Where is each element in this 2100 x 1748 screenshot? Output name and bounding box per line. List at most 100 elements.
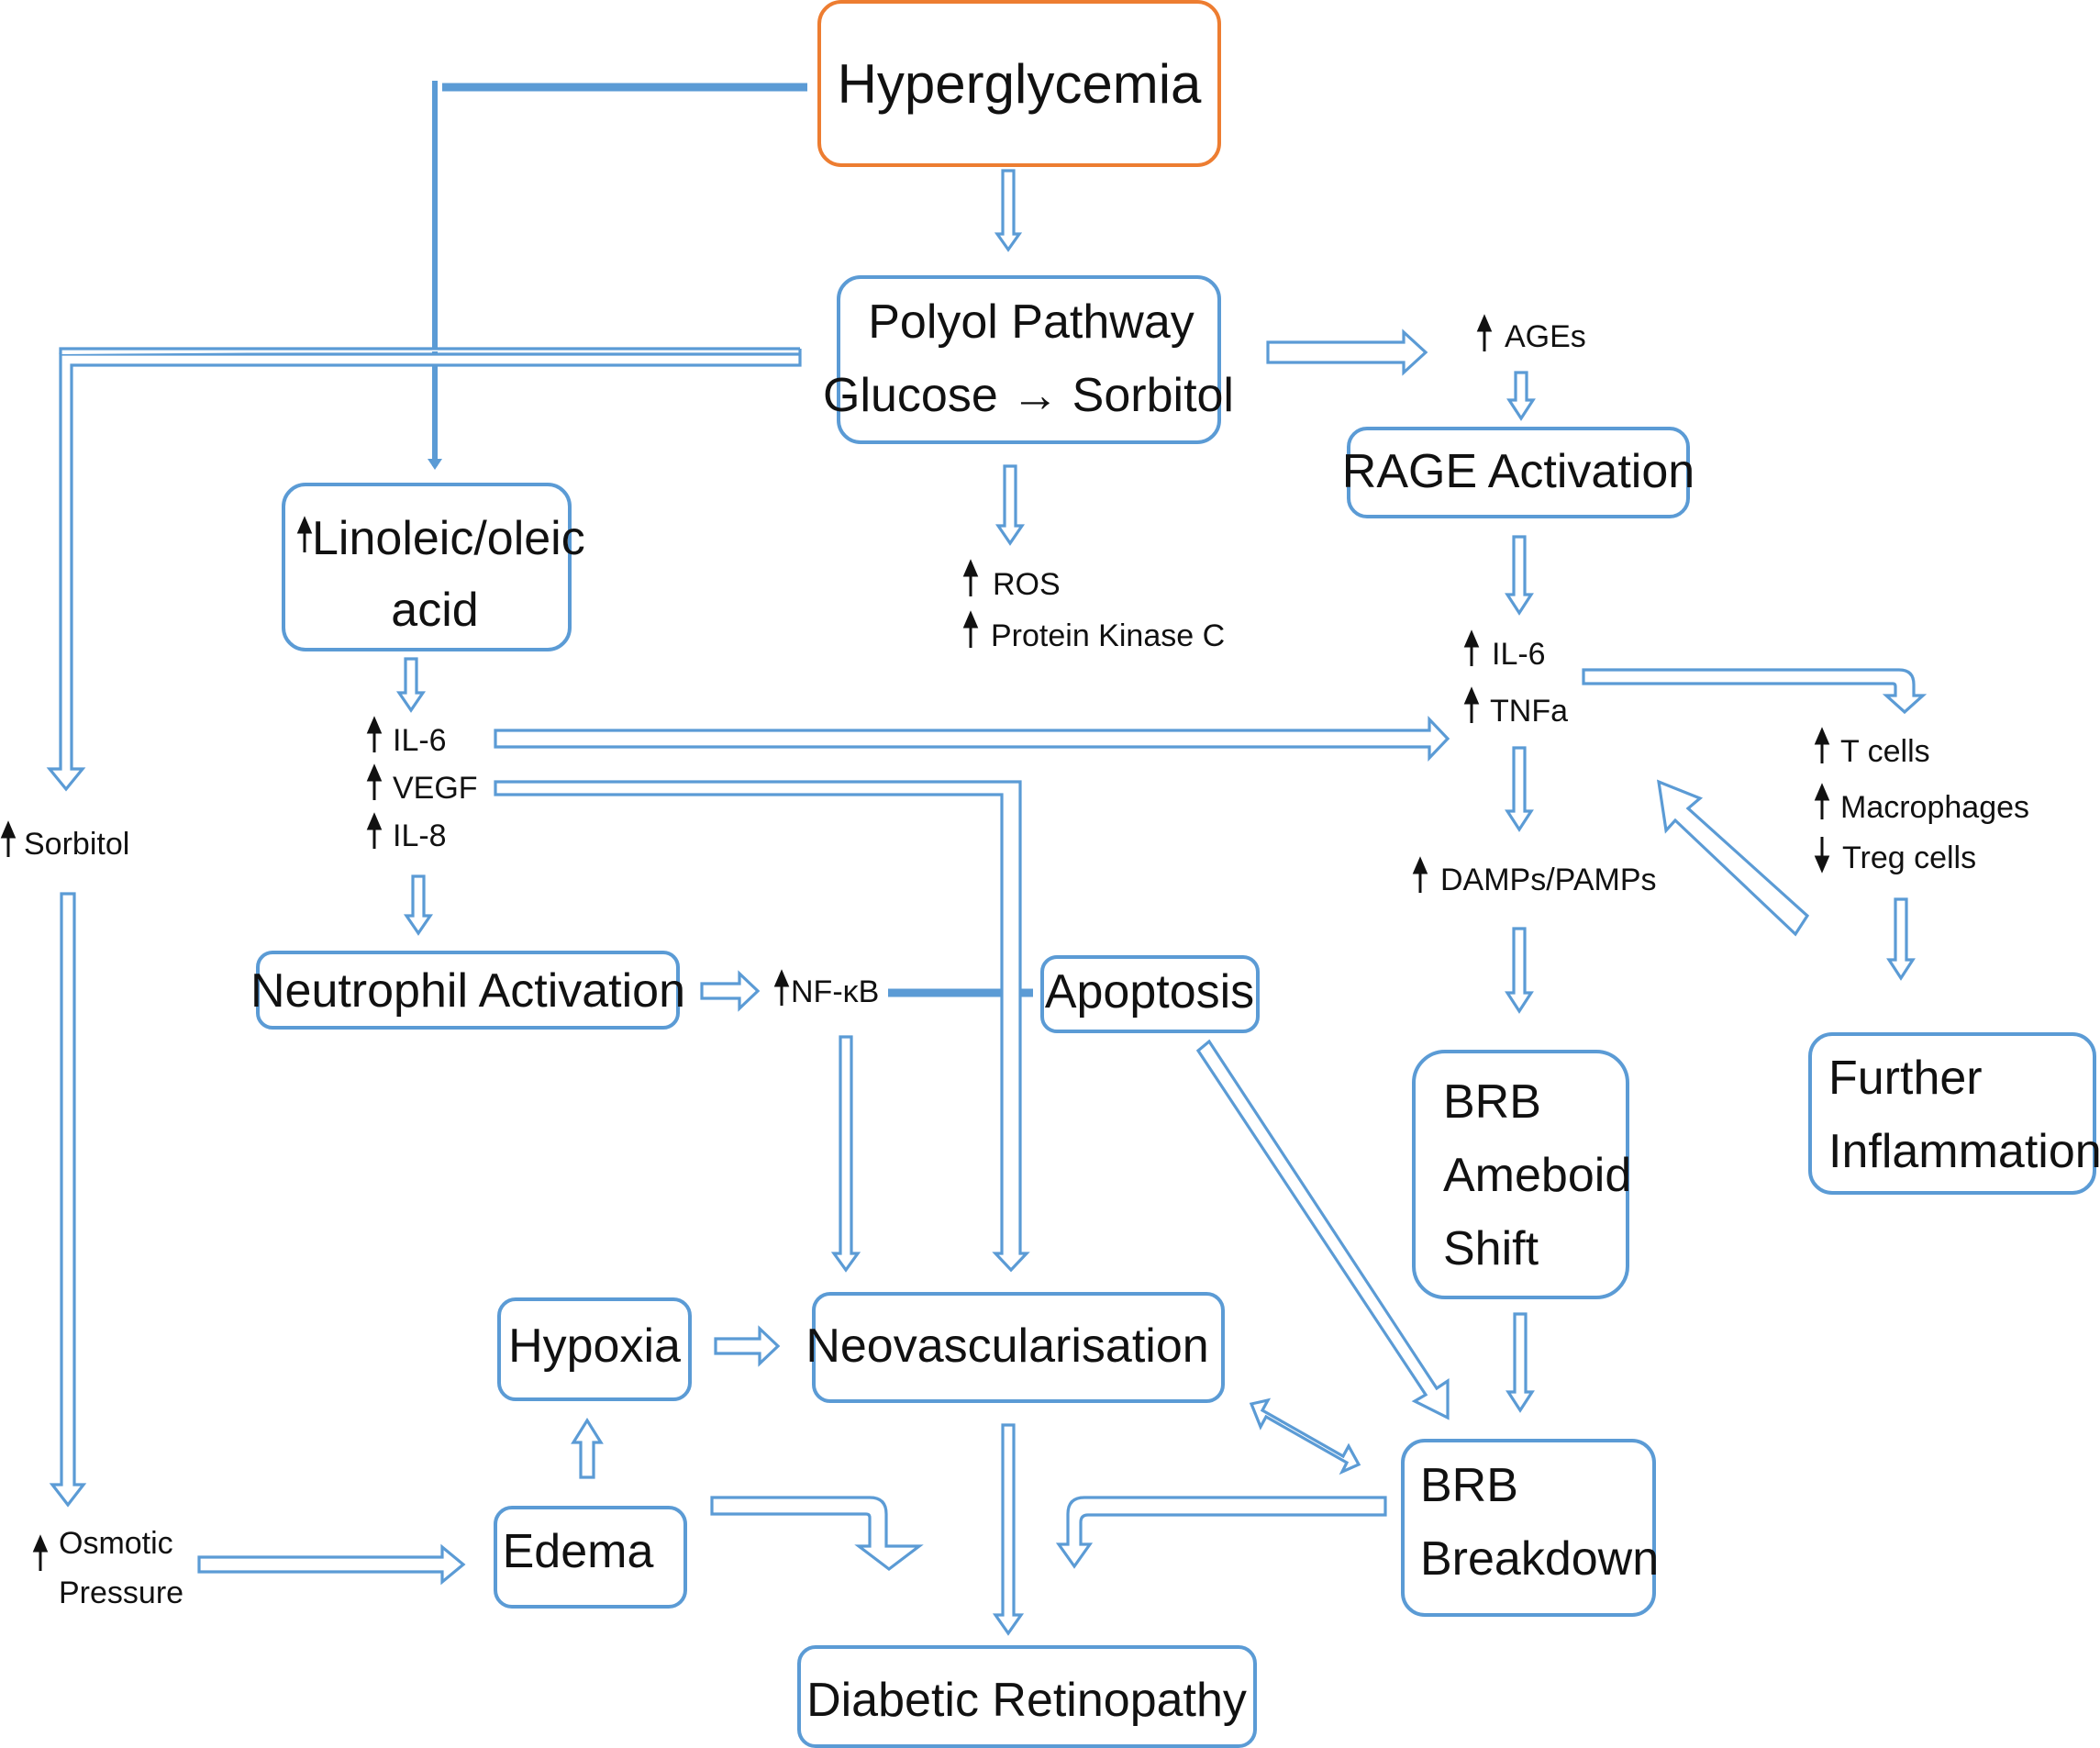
brb-ameboid-line1: BRB <box>1443 1075 1541 1129</box>
osmotic-pressure-group: Osmotic Pressure <box>32 1526 183 1610</box>
increase-arrow-icon <box>1476 314 1493 351</box>
increase-arrow-icon <box>1463 686 1480 723</box>
damps-group: DAMPs/PAMPs <box>1412 856 1657 897</box>
vegf-label: VEGF <box>393 771 478 806</box>
arrow-hypoxia-to-neovascularisation <box>714 1325 781 1367</box>
acid-label: acid <box>391 584 478 637</box>
decrease-arrow-icon <box>1814 837 1830 874</box>
hypoxia-label: Hypoxia <box>508 1319 681 1373</box>
increase-arrow-icon <box>962 559 979 596</box>
brb-breakdown-line1: BRB <box>1420 1459 1518 1512</box>
glucose-sorbitol-label: Glucose → Sorbitol <box>823 369 1234 422</box>
arrow-cytokines-to-damps <box>1505 746 1534 832</box>
hyperglycemia-node: Hyperglycemia <box>817 0 1221 167</box>
edema-node: Edema <box>494 1506 687 1609</box>
hypoxia-node: Hypoxia <box>497 1297 692 1401</box>
polyol-pathway-node: Polyol Pathway Glucose → Sorbitol <box>823 275 1234 444</box>
arrow-brb-ameboid-to-breakdown <box>1506 1312 1535 1413</box>
damps-pamps-label: DAMPs/PAMPs <box>1440 863 1657 897</box>
increase-arrow-icon <box>962 610 979 648</box>
arrow-polyol-to-ages <box>1266 328 1428 376</box>
rage-activation-label: RAGE Activation <box>1342 445 1694 498</box>
arrow-ages-to-rage <box>1506 371 1536 421</box>
increase-arrow-icon <box>366 763 383 800</box>
further-inflammation-node: Further Inflammation <box>1808 1032 2100 1195</box>
rage-activation-node: RAGE Activation <box>1342 427 1694 518</box>
immune-cells-group: T cells Macrophages Treg cells <box>1814 727 2029 875</box>
increase-arrow-icon <box>366 812 383 849</box>
increase-arrow-icon <box>1412 856 1428 893</box>
arrow-polyol-to-sorbitol-top <box>59 347 800 354</box>
neovascularisation-label: Neovascularisation <box>806 1319 1208 1373</box>
increase-arrow-icon <box>366 716 383 752</box>
ages-label-group: AGEs <box>1476 314 1586 354</box>
arrow-polyol-to-sorbitol <box>46 349 802 792</box>
edema-label: Edema <box>503 1525 654 1578</box>
increase-arrow-icon <box>1814 783 1830 819</box>
arrow-sorbitol-to-osmotic <box>49 892 87 1508</box>
neutrophil-activation-node: Neutrophil Activation <box>250 951 685 1030</box>
increase-arrow-icon <box>773 969 790 1006</box>
increase-arrow-icon <box>32 1534 49 1571</box>
arrow-tnfa-to-immune-cells <box>1582 668 1928 715</box>
further-inflammation-line2: Inflammation <box>1828 1125 2100 1178</box>
il6-right-label: IL-6 <box>1492 637 1546 672</box>
arrow-cytokines-to-neutrophil <box>403 874 434 936</box>
arrow-osmotic-to-edema <box>197 1543 466 1586</box>
treg-cells-label: Treg cells <box>1842 841 1976 875</box>
arrow-linoleic-to-cytokines <box>395 657 427 713</box>
apoptosis-label: Apoptosis <box>1045 965 1254 1019</box>
apoptosis-node: Apoptosis <box>1040 955 1260 1033</box>
brb-ameboid-shift-node: BRB Ameboid Shift <box>1412 1050 1631 1299</box>
t-cells-label: T cells <box>1840 734 1930 769</box>
sorbitol-label: Sorbitol <box>24 827 129 862</box>
right-cytokine-group: IL-6 TNFa <box>1463 629 1568 729</box>
arrow-neovascularisation-to-retinopathy <box>992 1423 1025 1636</box>
arrow-vegf-to-neovascularisation <box>494 780 1030 1273</box>
ros-label: ROS <box>993 567 1061 602</box>
osmotic-label: Osmotic <box>59 1526 173 1561</box>
nfkb-group: NF-κB <box>773 969 879 1009</box>
arrow-brb-breakdown-to-retinopathy <box>1055 1496 1387 1569</box>
arrow-apoptosis-to-brb-breakdown <box>1195 1039 1450 1420</box>
linoleic-oleic-acid-node: Linoleic/oleic acid <box>282 483 585 651</box>
diabetic-retinopathy-label: Diabetic Retinopathy <box>806 1674 1247 1727</box>
arrow-damps-to-brb-ameboid <box>1505 927 1534 1014</box>
il8-label: IL-8 <box>393 818 447 853</box>
nfkb-label: NF-κB <box>791 974 879 1009</box>
brb-ameboid-line3: Shift <box>1443 1222 1539 1275</box>
arrow-immune-to-inflammation <box>1886 897 1916 981</box>
arrow-polyol-to-ros <box>994 464 1026 546</box>
neovascularisation-node: Neovascularisation <box>806 1292 1225 1403</box>
arrow-il6-to-tnfa <box>494 716 1450 762</box>
brb-breakdown-node: BRB Breakdown <box>1401 1439 1659 1617</box>
arrow-edema-to-retinopathy <box>710 1496 924 1572</box>
pressure-label: Pressure <box>59 1575 183 1610</box>
increase-arrow-icon <box>0 820 17 857</box>
polyol-pathway-label: Polyol Pathway <box>868 295 1194 349</box>
il6-left-label: IL-6 <box>393 723 447 758</box>
brb-breakdown-line2: Breakdown <box>1420 1532 1659 1586</box>
arrow-nfkb-to-neovascularisation <box>830 1035 861 1273</box>
diabetic-retinopathy-node: Diabetic Retinopathy <box>797 1645 1257 1748</box>
increase-arrow-icon <box>296 516 313 552</box>
arrow-neutrophil-to-nfkb <box>700 970 761 1012</box>
linoleic-oleic-label: Linoleic/oleic <box>312 512 585 565</box>
brb-ameboid-line2: Ameboid <box>1443 1149 1631 1202</box>
arrow-rage-to-cytokines <box>1505 535 1534 616</box>
arrow-inflammation-feedback <box>1657 779 1810 937</box>
arrow-neovascularisation-brb-breakdown <box>1249 1397 1361 1475</box>
protein-kinase-c-label: Protein Kinase C <box>991 618 1225 653</box>
hyperglycemia-label: Hyperglycemia <box>838 53 1202 115</box>
hyperglycemia-branch-connector <box>428 81 807 470</box>
neutrophil-activation-label: Neutrophil Activation <box>250 964 685 1018</box>
increase-arrow-icon <box>1814 727 1830 763</box>
further-inflammation-line1: Further <box>1828 1052 1983 1105</box>
left-cytokine-group: IL-6 VEGF IL-8 <box>366 716 478 853</box>
sorbitol-group: Sorbitol <box>0 820 129 862</box>
ages-label: AGEs <box>1505 319 1586 354</box>
ros-pkc-group: ROS Protein Kinase C <box>962 559 1225 653</box>
tnfa-label: TNFa <box>1490 694 1568 729</box>
increase-arrow-icon <box>1463 629 1480 666</box>
